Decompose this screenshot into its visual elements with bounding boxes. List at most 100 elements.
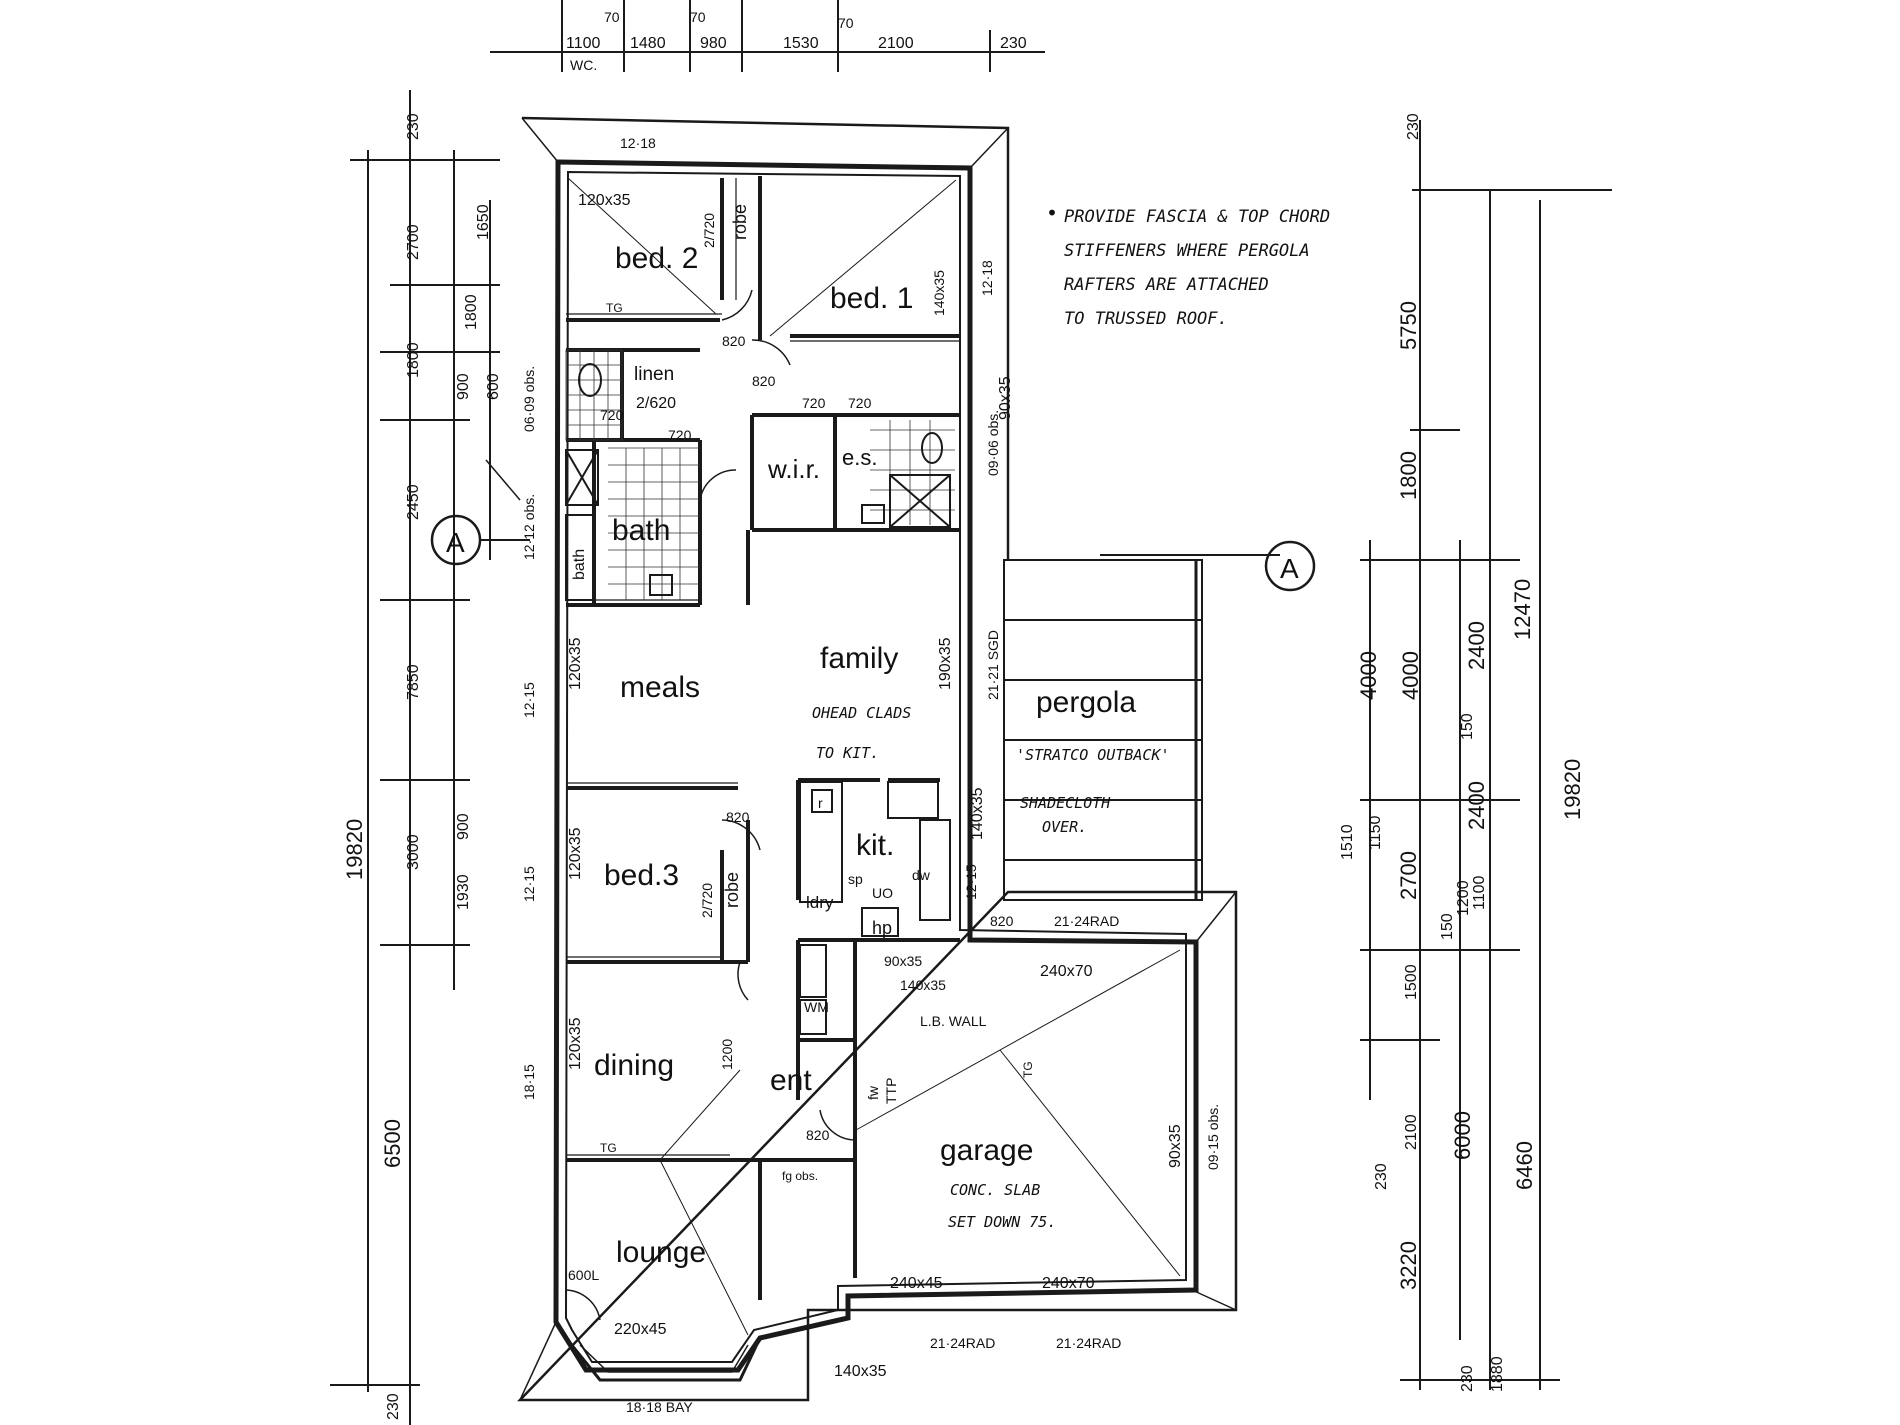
rad-2: 21·24RAD — [930, 1335, 995, 1351]
beam-garage-1: 90x35 — [884, 953, 922, 969]
lounge-beam-2: 140x35 — [834, 1363, 887, 1380]
dim-right-20: 230 — [1373, 1163, 1390, 1190]
robe-bed3: robe — [722, 872, 742, 908]
beam-dining: 120x35 — [567, 1017, 584, 1070]
dim-left-12: 1930 — [455, 874, 472, 910]
beam-kitchen: 140x35 — [969, 787, 986, 840]
obs-5: 12·15 — [521, 866, 537, 902]
tg-bed2: TG — [606, 301, 623, 315]
dim-left-9: 7850 — [405, 664, 422, 700]
beam-garage-3: 240x70 — [1040, 963, 1093, 980]
ensuite-toilet — [921, 432, 943, 464]
obs-7: 21·21 SGD — [985, 630, 1001, 700]
right-dimension-labels: 230 5750 1800 4000 4000 2400 12470 19820… — [1339, 113, 1585, 1392]
width-bath: 720 — [600, 407, 624, 423]
garage-note-1: CONC. SLAB — [950, 1181, 1040, 1199]
width-ens: 720 — [848, 395, 872, 411]
note-line-1: PROVIDE FASCIA & TOP CHORD — [1064, 207, 1330, 227]
dim-left-11: 900 — [455, 813, 472, 840]
lb-wall: L.B. WALL — [920, 1013, 987, 1029]
dim-right-14: 1500 — [1403, 964, 1420, 1000]
kitchen-counter-top — [887, 781, 939, 819]
dim-right-10: 1150 — [1367, 815, 1384, 850]
top-dimension-string — [490, 0, 1045, 72]
dim-top-1: 1100 — [566, 35, 601, 52]
room-bed1: bed. 1 — [830, 282, 913, 315]
room-meals: meals — [620, 671, 700, 704]
dim-right-22: 150 — [1459, 713, 1476, 740]
section-a-left: A — [446, 527, 465, 558]
room-garage: garage — [940, 1134, 1033, 1167]
lintel-top: 12·18 — [620, 135, 656, 151]
dim-right-6: 2400 — [1464, 621, 1489, 670]
internal-walls — [566, 176, 960, 1300]
section-marker-left: A — [430, 459, 530, 566]
room-labels: bed. 2 bed. 1 linen 2/620 w.i.r. e.s. ba… — [571, 204, 1170, 1269]
family-note-1: OHEAD CLADS — [812, 704, 911, 722]
top-dimension-labels: 1100 70 1480 70 980 1530 70 2100 230 WC. — [566, 9, 1027, 73]
door-bed3: 820 — [726, 809, 750, 825]
room-dining: dining — [594, 1049, 674, 1082]
label-fw: fw — [865, 1085, 881, 1100]
label-fridge: r — [818, 795, 823, 811]
toilet-fixture — [578, 363, 602, 397]
obs-9: 09·15 obs. — [1205, 1104, 1221, 1170]
right-dimension-lines — [1100, 120, 1612, 1390]
note-line-2: STIFFENERS WHERE PERGOLA — [1064, 241, 1310, 261]
beam-garage-2: 140x35 — [900, 977, 946, 993]
door-swings — [565, 289, 856, 1321]
room-linen: linen — [634, 364, 674, 385]
dim-right-19: 1880 — [1489, 1356, 1506, 1392]
linen-size: 2/620 — [636, 395, 676, 412]
door-bed1: 820 — [752, 373, 776, 389]
beam-garage-5: 240x70 — [1042, 1275, 1095, 1292]
dim-right-12: 2400 — [1464, 781, 1489, 830]
bathtub-fixture — [565, 514, 595, 601]
door-entry: 820 — [806, 1127, 830, 1143]
label-uo: UO — [872, 885, 893, 901]
roof-hip-lines — [519, 117, 1237, 1401]
dim-top-2: 70 — [604, 9, 620, 25]
dim-right-23: 150 — [1439, 913, 1456, 940]
obs-2: 09·06 obs. — [985, 410, 1001, 476]
dim-right-13: 1200 — [1455, 880, 1472, 916]
bay-label: 18·18 BAY — [626, 1399, 693, 1415]
robe-bed3-size: 2/720 — [699, 883, 715, 918]
garage-note-2: SET DOWN 75. — [948, 1213, 1056, 1231]
ensuite-basin — [861, 504, 885, 524]
dim-right-1: 230 — [1405, 113, 1422, 140]
dim-right-7: 12470 — [1510, 579, 1535, 640]
pergola-note-2: SHADECLOTH — [1020, 794, 1111, 812]
width-entry: 1200 — [719, 1039, 735, 1070]
dim-right-8: 19820 — [1560, 759, 1585, 820]
dim-right-24: 1100 — [1471, 875, 1488, 910]
section-a-right: A — [1280, 553, 1299, 584]
dim-right-15: 6000 — [1450, 1111, 1475, 1160]
dim-left-14: 6500 — [380, 1119, 405, 1168]
room-family: family — [820, 642, 898, 675]
left-dimension-labels: 230 1650 2700 1800 900 600 1800 2450 785… — [342, 113, 502, 1420]
note-line-3: RAFTERS ARE ATTACHED — [1064, 275, 1269, 295]
tg-dining: TG — [600, 1141, 617, 1155]
dim-right-9: 1510 — [1339, 824, 1356, 860]
room-kitchen: kit. — [856, 829, 894, 862]
construction-note: • PROVIDE FASCIA & TOP CHORD STIFFENERS … — [1046, 201, 1330, 329]
dim-top-9: 230 — [1000, 35, 1027, 52]
room-lounge: lounge — [616, 1236, 706, 1269]
obs-10: fg obs. — [782, 1169, 818, 1183]
ceiling-diagonals — [567, 177, 1181, 1336]
dim-right-2: 5750 — [1396, 301, 1421, 350]
label-ttp: TTP — [883, 1078, 899, 1104]
dim-left-1: 230 — [405, 113, 422, 140]
dim-top-3: 1480 — [630, 35, 666, 52]
lounge-door: 600L — [568, 1267, 599, 1283]
width-bath2: 720 — [668, 427, 692, 443]
fridge-fixture — [811, 789, 833, 813]
external-walls — [553, 159, 1199, 1373]
dim-left-7: 1800 — [463, 294, 480, 330]
pergola-structure — [1003, 559, 1203, 901]
hotplate-fixture — [861, 907, 899, 937]
ensuite-shower — [889, 474, 951, 528]
